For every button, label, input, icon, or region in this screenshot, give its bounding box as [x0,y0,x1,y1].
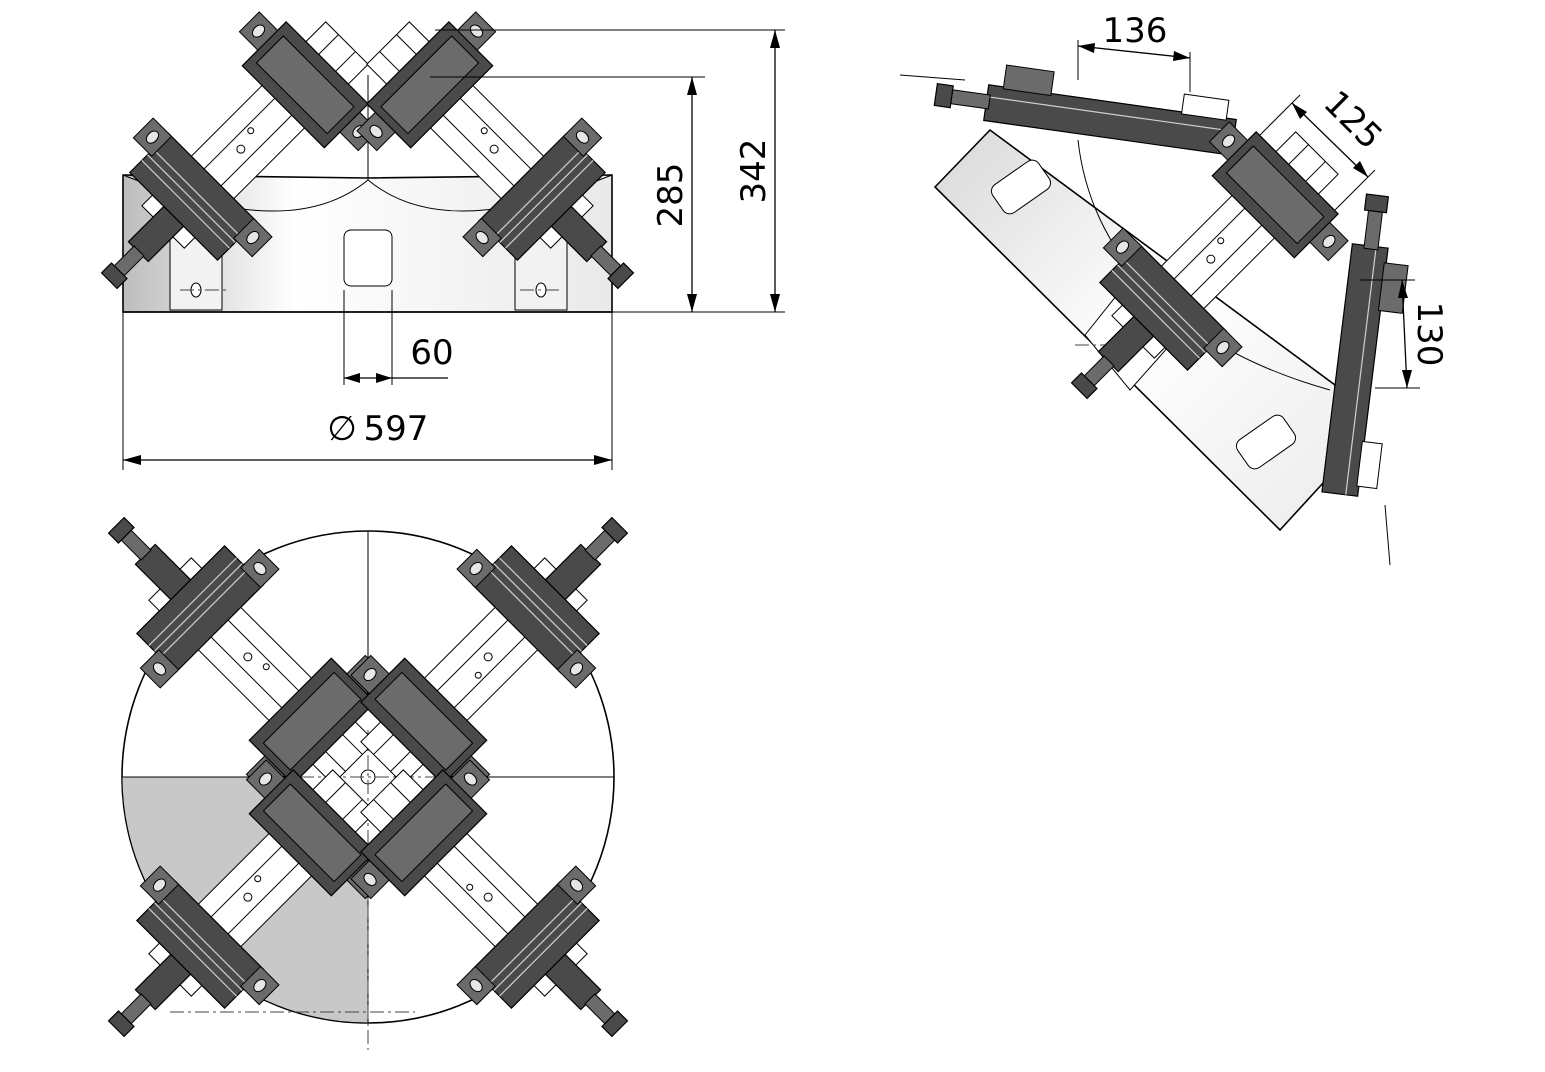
dim-125: 125 [1316,83,1390,157]
dim-130: 130 [1409,302,1449,367]
front-dimensions: 342 285 60 ∅ 597 [122,29,785,470]
side-view [899,55,1417,566]
top-view [56,465,680,1072]
dim-60: 60 [410,333,453,373]
dim-597: 597 [364,409,429,449]
dim-285: 285 [651,163,691,228]
dim-diameter-symbol: ∅ [327,409,357,449]
dim-342: 342 [734,139,774,204]
dim-136: 136 [1103,11,1168,51]
front-view [49,0,686,341]
